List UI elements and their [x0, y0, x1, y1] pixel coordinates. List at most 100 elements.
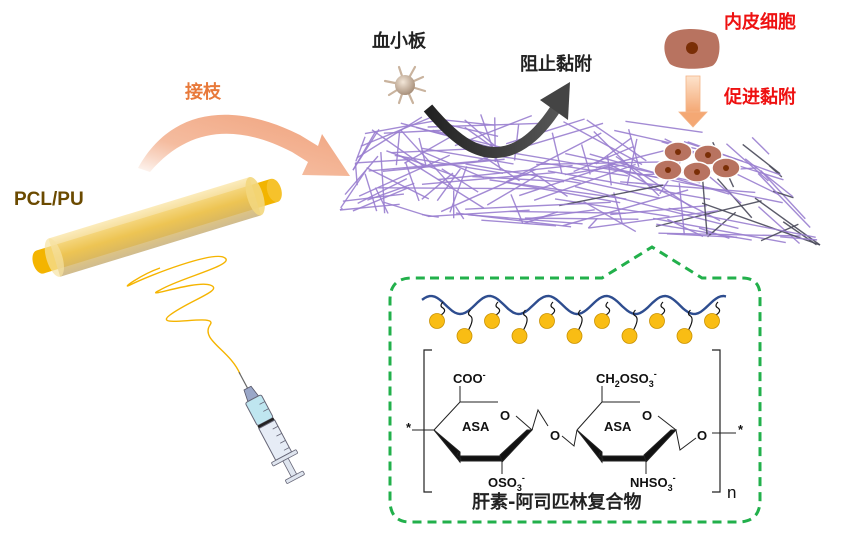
mesh-fiber: [472, 175, 565, 183]
mesh-fiber: [627, 129, 640, 167]
mesh-fiber: [760, 223, 799, 242]
mesh-fiber: [465, 163, 582, 185]
graft-label: 接枝: [185, 82, 221, 103]
graft-arrow: [138, 114, 350, 176]
side-chain-linker: [577, 309, 583, 331]
cell-nucleus: [694, 169, 700, 175]
mesh-fiber: [352, 128, 380, 171]
left-sulfate-group: OSO3-: [488, 473, 525, 493]
mesh-fiber: [667, 218, 704, 238]
mesh-fiber: [421, 147, 514, 165]
mesh-fiber: [510, 210, 626, 214]
mesh-fiber: [421, 172, 454, 200]
side-chain-linker: [495, 301, 501, 316]
mesh-fiber: [574, 185, 739, 230]
side-chain-linker: [605, 301, 611, 316]
mesh-fiber: [355, 136, 366, 162]
aspirin-bead: [704, 313, 720, 329]
mesh-fiber: [610, 205, 707, 216]
fiber-mesh-scaffold: [339, 114, 821, 246]
mesh-fiber: [436, 168, 461, 202]
polymer-backbone: [421, 294, 727, 316]
mesh-fiber: [454, 205, 465, 220]
mesh-fiber: [367, 182, 415, 201]
mesh-fiber: [352, 186, 410, 212]
side-chain-linker: [715, 301, 721, 316]
mesh-fiber: [421, 150, 485, 179]
cell-nucleus: [675, 149, 681, 155]
mesh-fiber: [449, 166, 468, 213]
syringe-icon: [238, 371, 305, 484]
aspirin-bead: [429, 313, 445, 329]
mesh-fiber: [339, 203, 400, 211]
carboxylate-group: COO-: [453, 370, 486, 386]
mesh-fiber: [374, 187, 389, 214]
mesh-fiber: [339, 207, 343, 211]
mesh-fiber: [593, 131, 660, 197]
adhered-endothelial-cells: [653, 141, 741, 183]
mesh-fiber: [428, 209, 530, 218]
mesh-fiber: [668, 207, 816, 239]
endothelial-cell-icon: [664, 29, 720, 69]
mesh-fiber: [757, 172, 811, 229]
callout-dashed-border: [388, 245, 762, 524]
mesh-fiber: [465, 201, 611, 210]
mesh-fiber: [455, 212, 572, 228]
side-chain-linker: [550, 301, 556, 316]
mesh-fiber: [505, 181, 621, 204]
side-chain-linker: [632, 309, 638, 331]
mesh-fiber: [608, 167, 783, 204]
mesh-fiber: [437, 164, 573, 181]
mesh-fiber: [380, 152, 386, 214]
mesh-fiber: [666, 233, 738, 238]
side-chain-linker: [522, 309, 528, 331]
mesh-fiber: [562, 189, 689, 227]
mesh-fiber: [440, 168, 537, 213]
sulfomethyl-group: CH2OSO3-: [596, 369, 657, 389]
left-ring-oxygen: O: [500, 408, 510, 423]
polymer-chain: [421, 294, 727, 344]
mesh-fiber: [658, 232, 801, 237]
mesh-fiber: [340, 169, 367, 209]
mesh-fiber: [480, 114, 502, 171]
aspirin-bead: [511, 328, 528, 344]
platelet-icon: [383, 65, 427, 105]
mesh-fiber: [588, 209, 719, 229]
endothelial-cell-label: 内皮细胞: [724, 12, 796, 33]
aspirin-bead: [649, 313, 665, 329]
side-chain-linker: [660, 301, 666, 316]
mesh-fiber: [586, 119, 647, 162]
mesh-fiber: [364, 173, 378, 212]
glycosidic-oxygen: O: [550, 428, 560, 443]
mesh-fiber: [780, 236, 818, 241]
mesh-fiber: [725, 143, 769, 182]
mesh-fiber: [563, 121, 643, 166]
mesh-fiber: [620, 181, 756, 194]
mesh-fiber: [547, 170, 711, 200]
mesh-fiber: [564, 163, 628, 176]
mesh-fiber: [354, 162, 358, 186]
chemical-labels: * COO- O ASA OSO3- O CH2OSO3- O ASA NHSO…: [406, 369, 744, 502]
spinning-jet: [126, 255, 241, 375]
mesh-fiber: [344, 155, 379, 196]
platelet-label: 血小板: [372, 31, 426, 52]
promote-adhesion-arrow: [678, 75, 708, 128]
mesh-fiber: [524, 217, 639, 220]
cell-nucleus: [705, 152, 711, 158]
side-chain-linker: [467, 309, 473, 331]
mesh-fiber: [404, 161, 420, 202]
end-marker-left: *: [406, 420, 412, 435]
chemical-structure: [412, 349, 736, 493]
aspirin-bead: [621, 328, 638, 344]
right-ring-asa-label: ASA: [604, 419, 632, 434]
mesh-fiber: [625, 120, 703, 134]
mesh-fiber: [421, 171, 556, 186]
mesh-fiber: [356, 116, 423, 159]
mesh-fiber: [383, 201, 430, 218]
mesh-fiber: [569, 177, 661, 199]
mesh-fiber: [782, 221, 817, 246]
mesh-fiber: [583, 201, 637, 233]
aspirin-bead: [566, 328, 583, 344]
mesh-fiber: [587, 217, 598, 229]
